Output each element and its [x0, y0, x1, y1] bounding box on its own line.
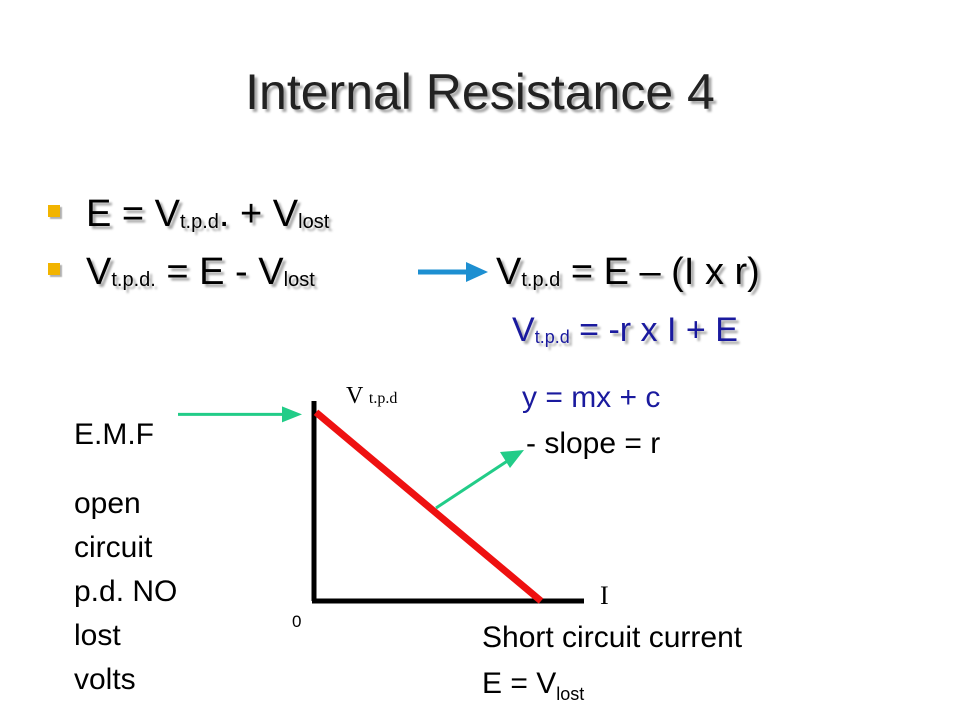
open-circuit-line: lost — [74, 619, 121, 652]
y-axis-label-sub: t.p.d — [368, 390, 398, 407]
emf-arrow-head-icon — [282, 406, 302, 423]
linear-form-label: y = mx + c — [522, 381, 661, 414]
eq3-part-a: V — [512, 311, 535, 349]
rearranged-equation: Vt.p.d = E – (I x r) — [496, 250, 760, 294]
y-axis-label-main: V — [346, 383, 363, 409]
bullet-tpd-equation: Vt.p.d. = E - Vlost — [48, 250, 315, 294]
slope-arrow-head-icon — [500, 450, 524, 468]
short-circuit-equation: E = Vlost — [482, 666, 585, 704]
x-axis-label: I — [600, 581, 609, 610]
arrow-right-icon — [466, 262, 488, 282]
eq3-sub: t.p.d — [534, 327, 570, 347]
linear-equation: Vt.p.d = -r x I + E — [512, 310, 738, 350]
eq2-sub-a: t.p.d. — [111, 269, 156, 291]
bullet-marker — [48, 205, 60, 217]
eq3-part-b: = -r x I + E — [569, 311, 738, 349]
short-circuit-sub: lost — [556, 684, 585, 704]
eq2-part-b: = E - V — [155, 251, 284, 293]
short-circuit-label: Short circuit current — [482, 621, 743, 654]
origin-label: 0 — [292, 612, 302, 631]
open-circuit-line: p.d. NO — [74, 575, 178, 608]
eq2-part-a: V — [86, 251, 112, 293]
bullet-marker — [48, 263, 60, 275]
slide-title: Internal Resistance 4 — [245, 64, 715, 120]
eq1-part-a: E = V — [86, 193, 180, 235]
open-circuit-line: circuit — [74, 531, 153, 564]
eq-rhs-sub: t.p.d — [521, 269, 561, 291]
emf-label: E.M.F — [74, 418, 154, 451]
open-circuit-line: volts — [74, 663, 136, 696]
open-circuit-line: open — [74, 487, 141, 520]
y-axis-label: V t.p.d — [346, 378, 397, 417]
eq1-sub-b: lost — [298, 211, 330, 233]
eq1-part-b: . + V — [218, 193, 299, 235]
open-circuit-note: open circuit p.d. NO lost volts — [74, 482, 177, 702]
slope-note: - slope = r — [526, 427, 661, 460]
short-circuit-part-a: E = V — [482, 667, 557, 700]
vi-line-series — [313, 409, 544, 604]
eq-rhs-part-a: V — [496, 251, 522, 293]
eq1-sub-a: t.p.d — [180, 211, 219, 233]
eq-rhs-part-b: = E – (I x r) — [560, 251, 760, 293]
slope-arrow-shaft — [435, 456, 513, 510]
eq2-sub-b: lost — [283, 269, 315, 291]
bullet-emf-equation: E = Vt.p.d. + Vlost — [48, 192, 329, 236]
